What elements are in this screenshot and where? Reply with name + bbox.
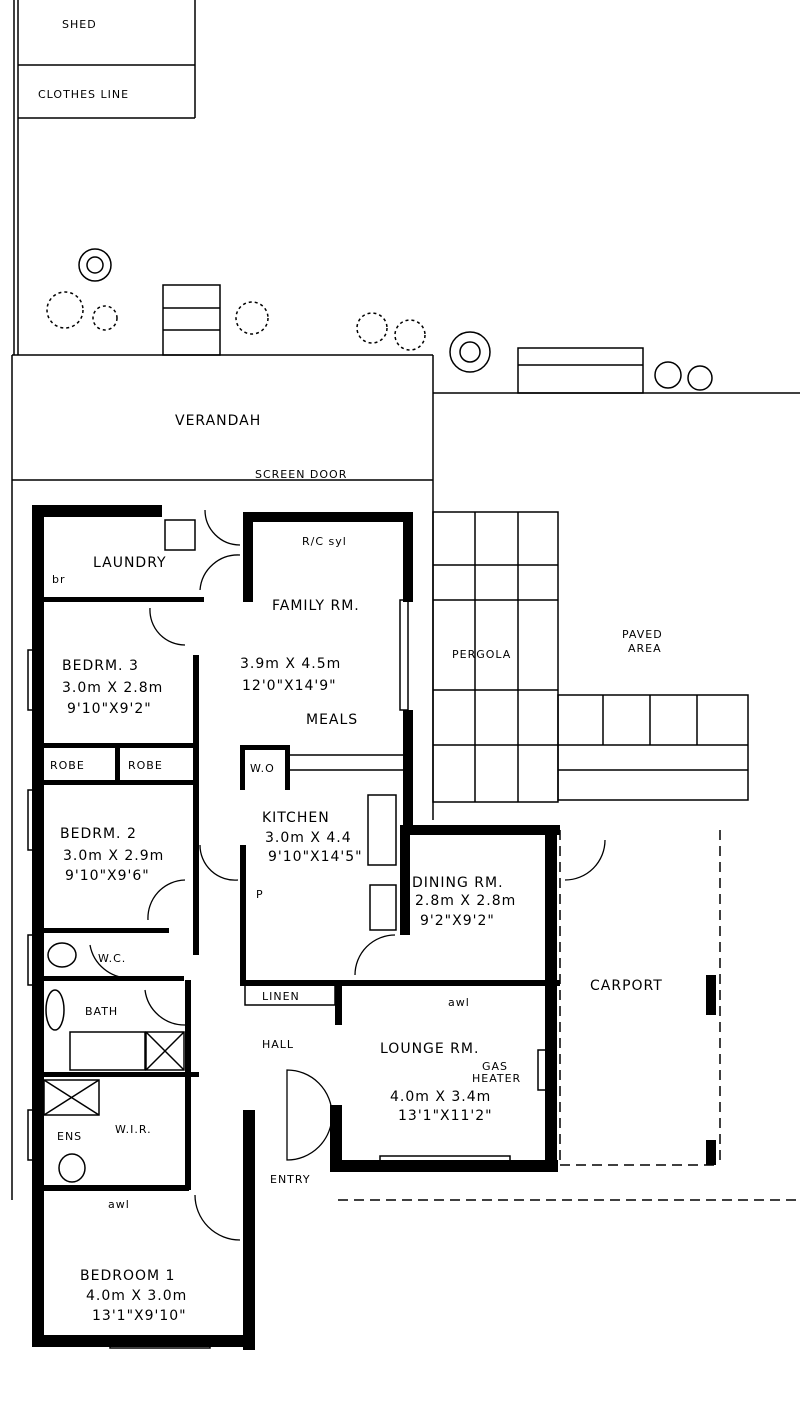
entry-label: ENTRY <box>270 1173 311 1186</box>
pantry-label: P <box>256 888 264 901</box>
carport-label: CARPORT <box>590 978 663 994</box>
laundry-label: LAUNDRY <box>93 555 167 571</box>
bedrm3-label: BEDRM. 3 <box>62 658 139 674</box>
hall-label: HALL <box>262 1038 294 1051</box>
walk-in-robe-label: W.I.R. <box>115 1123 152 1136</box>
wc-label: W.C. <box>98 952 126 965</box>
meals-label: MEALS <box>306 712 358 728</box>
lounge-room-imperial: 13'1"X11'2" <box>398 1108 493 1124</box>
linen-label: LINEN <box>262 990 300 1003</box>
family-room-imperial: 12'0"X14'9" <box>242 678 337 694</box>
windows <box>27 599 511 1349</box>
family-note-label: R/C syl <box>302 535 347 548</box>
bath-label: BATH <box>85 1005 118 1018</box>
bedrm2-metric: 3.0m X 2.9m <box>63 848 164 864</box>
walls <box>32 505 560 1350</box>
dining-room-metric: 2.8m X 2.8m <box>415 893 516 909</box>
family-room-metric: 3.9m X 4.5m <box>240 656 341 672</box>
screen-door-label: SCREEN DOOR <box>255 468 347 481</box>
lounge-room-metric: 4.0m X 3.4m <box>390 1089 491 1105</box>
shrub-icons <box>46 248 713 391</box>
paved-area-label-2: AREA <box>628 642 662 655</box>
kitchen-imperial: 9'10"X14'5" <box>268 849 363 865</box>
robe-label-2: ROBE <box>128 759 163 772</box>
shed-label: SHED <box>62 18 97 31</box>
ensuite-label: ENS <box>57 1130 82 1143</box>
kitchen-metric: 3.0m X 4.4 <box>265 830 352 846</box>
kitchen-label: KITCHEN <box>262 810 330 826</box>
verandah-label: VERANDAH <box>175 413 261 429</box>
bedrm3-metric: 3.0m X 2.8m <box>62 680 163 696</box>
dining-room-imperial: 9'2"X9'2" <box>420 913 495 929</box>
paved-area-label-1: PAVED <box>622 628 663 641</box>
wall-oven-label: W.O <box>250 762 275 775</box>
carport <box>338 830 800 1201</box>
bedrm2-imperial: 9'10"X9'6" <box>65 868 150 884</box>
bedrm2-label: BEDRM. 2 <box>60 826 137 842</box>
broom-cupboard-label: br <box>52 573 66 586</box>
bedroom1-metric: 4.0m X 3.0m <box>86 1288 187 1304</box>
pergola <box>432 511 749 803</box>
family-room-label: FAMILY RM. <box>272 598 360 614</box>
lounge-room-label: LOUNGE RM. <box>380 1041 479 1057</box>
robe-label-1: ROBE <box>50 759 85 772</box>
bedroom1-awl-label: awl <box>108 1198 130 1211</box>
pergola-label: PERGOLA <box>452 648 511 661</box>
fixtures <box>43 519 547 1183</box>
clothes-line-label: CLOTHES LINE <box>38 88 129 101</box>
dining-room-label: DINING RM. <box>412 875 504 891</box>
lounge-awl-label: awl <box>448 996 470 1009</box>
gas-heater-label-1: GAS <box>482 1060 508 1073</box>
doors <box>89 509 606 1241</box>
bedroom1-label: BEDROOM 1 <box>80 1268 175 1284</box>
bedroom1-imperial: 13'1"X9'10" <box>92 1308 187 1324</box>
bedrm3-imperial: 9'10"X9'2" <box>67 701 152 717</box>
gas-heater-label-2: HEATER <box>472 1072 521 1085</box>
